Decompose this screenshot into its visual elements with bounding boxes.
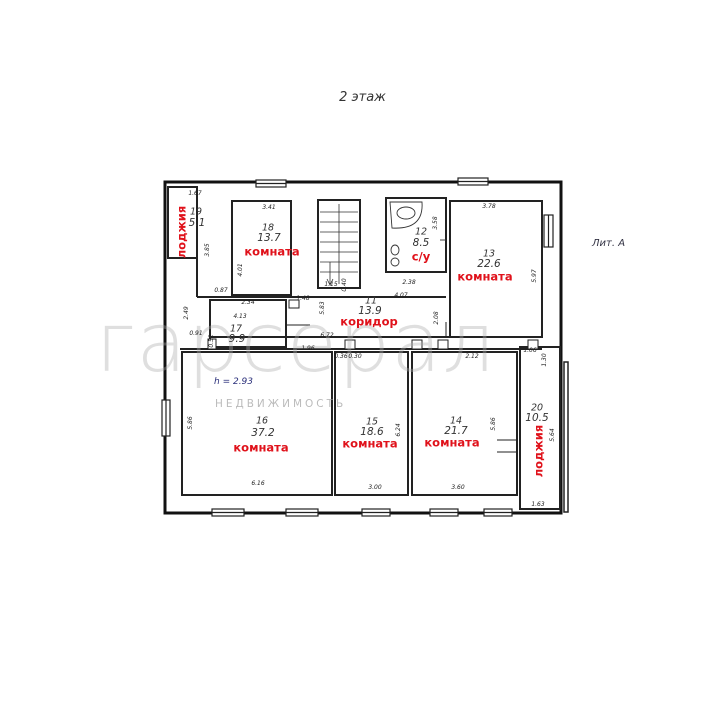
dim-label: 5.86 — [187, 416, 194, 430]
dim-label: 0.52 — [208, 334, 215, 348]
dim-label: 3.78 — [482, 203, 496, 210]
room-19-label: лоджия — [174, 205, 189, 259]
dim-label: 0.91 — [189, 330, 203, 337]
dim-label: 4.01 — [237, 263, 244, 277]
dim-label: 3.85 — [204, 243, 211, 257]
room-18-label: комната — [244, 244, 300, 259]
room-20-area: 10.5 — [525, 411, 549, 424]
room-12-label: с/у — [411, 249, 431, 264]
dim-label: 5.97 — [531, 269, 538, 283]
room-13-area: 22.6 — [477, 257, 501, 270]
dim-label: 6.24 — [395, 423, 402, 437]
dim-label: 1.15 — [324, 281, 338, 288]
dim-label: 0.87 — [214, 287, 228, 294]
door-marks — [207, 299, 539, 453]
height-mark: h = 2.93 — [214, 377, 254, 387]
interior-walls — [167, 186, 561, 510]
dim-label: 3.00 — [368, 484, 382, 491]
room-11-area: 13.9 — [358, 304, 382, 317]
room-17-number: 17 — [229, 323, 243, 335]
dim-label: 5.64 — [549, 428, 556, 442]
dim-label: 0.40 — [341, 278, 348, 292]
room-15-label: комната — [342, 436, 398, 451]
room-12-area: 8.5 — [412, 236, 430, 249]
dim-label: 2.38 — [402, 279, 416, 286]
dim-label: 5.86 — [490, 417, 497, 431]
room-19-number: 19 — [189, 206, 203, 218]
dim-label: 6.72 — [320, 332, 334, 339]
room-16-area: 37.2 — [251, 426, 275, 439]
dim-label: 2.08 — [433, 311, 440, 325]
dim-label: 2.49 — [183, 306, 190, 320]
bath-fixtures — [389, 201, 446, 267]
dim-label: 0.30 — [348, 353, 362, 360]
room-13-number: 13 — [482, 248, 496, 260]
dim-label: 3.41 — [262, 204, 276, 211]
room-12-number: 12 — [414, 226, 428, 238]
lit-label: Лит. А — [592, 238, 626, 249]
watermark-sub: НЕДВИЖИМОСТЬ — [215, 398, 347, 410]
dim-label: 1.96 — [301, 345, 315, 352]
room-16-number: 16 — [255, 415, 269, 427]
dim-label: 1.48 — [296, 295, 310, 302]
room-20-label: лоджия — [531, 424, 546, 478]
room-15-area: 18.6 — [360, 425, 384, 438]
floor-title: 2 этаж — [339, 90, 386, 105]
dim-label: 6.16 — [251, 480, 265, 487]
room-18-number: 18 — [261, 222, 275, 234]
staircase — [320, 204, 358, 286]
dim-label: 1.06 — [523, 347, 537, 354]
dim-label: 3.58 — [432, 216, 439, 230]
room-18-area: 13.7 — [257, 231, 281, 244]
dim-label: 2.34 — [241, 299, 255, 306]
room-14-label: комната — [424, 435, 480, 450]
dim-label: 0.36 — [334, 353, 348, 360]
room-11-number: 11 — [364, 295, 378, 307]
room-17-area: 9.9 — [228, 332, 246, 345]
room-14-area: 21.7 — [444, 424, 468, 437]
dim-label: 4.07 — [394, 292, 408, 299]
dim-label: 2.12 — [465, 353, 479, 360]
dim-label: 1.67 — [188, 190, 202, 197]
windows — [161, 177, 569, 517]
room-13-label: комната — [457, 269, 513, 284]
room-11-label: коридор — [340, 314, 398, 329]
room-20-number: 20 — [530, 402, 544, 414]
dim-label: 3.60 — [451, 484, 465, 491]
room-19-area: 5.1 — [188, 216, 206, 229]
watermark-brand: гарсерал — [95, 296, 496, 391]
room-15-number: 15 — [365, 416, 379, 428]
dim-label: 1.30 — [541, 353, 548, 367]
dim-label: 5.83 — [319, 301, 326, 315]
dim-label: 4.13 — [233, 313, 247, 320]
room-16-label: комната — [233, 440, 289, 455]
room-14-number: 14 — [449, 415, 463, 427]
dim-label: 1.63 — [531, 501, 545, 508]
